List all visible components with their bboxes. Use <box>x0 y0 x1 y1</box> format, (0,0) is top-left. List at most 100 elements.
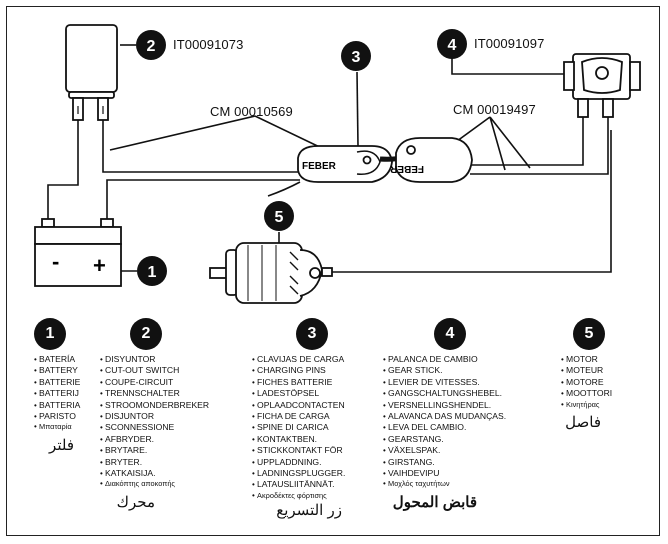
list-item: ALAVANCA DAS MUDANÇAS. <box>383 411 506 422</box>
wire-plug-switch-b <box>470 116 609 175</box>
wire-breaker-left-plug <box>102 120 300 173</box>
legend-battery-arabic: فلتر <box>49 436 74 454</box>
list-item-greek: Μοχλός ταχυτήτων <box>383 479 506 489</box>
list-item: TRENNSCHALTER <box>100 388 209 399</box>
list-item: LEVA DEL CAMBIO. <box>383 422 506 433</box>
list-item: CUT-OUT SWITCH <box>100 365 209 376</box>
callout-line-cm00010569 <box>109 115 331 153</box>
legend-battery-list: BATERÍA BATTERY BATTERIE BATTERIJ BATTER… <box>34 354 80 433</box>
list-item: LADESTÖPSEL <box>252 388 345 399</box>
list-item: KONTAKTBEN. <box>252 434 345 445</box>
legend-charging-pins-arabic: زر التسريع <box>276 502 342 520</box>
list-item: BATTERIE <box>34 377 80 388</box>
list-item: VÄXELSPAK. <box>383 445 506 456</box>
list-item: GANGSCHALTUNGSHEBEL. <box>383 388 506 399</box>
marker-1: 1 <box>137 256 167 286</box>
marker-5: 5 <box>264 201 294 231</box>
list-item: BRYTARE. <box>100 445 209 456</box>
legend-battery: 1 BATERÍA BATTERY BATTERIE BATTERIJ BATT… <box>34 318 80 454</box>
charging-plug-left <box>297 145 393 183</box>
list-item: CLAVIJAS DE CARGA <box>252 354 345 365</box>
plug-right-brand: FEBER <box>389 163 424 174</box>
legend-cut-out-switch: 2 DISYUNTOR CUT-OUT SWITCH COUPE-CIRCUIT… <box>100 318 209 511</box>
list-item-greek: Ακροδέκτες φόρτισης <box>252 491 345 501</box>
list-item-greek: Διακόπτης αποκοπής <box>100 479 209 489</box>
list-item: MOTEUR <box>561 365 612 376</box>
list-item: PALANCA DE CAMBIO <box>383 354 506 365</box>
list-item: FICHA DE CARGA <box>252 411 345 422</box>
list-item: AFBRYDER. <box>100 434 209 445</box>
circuit-breaker <box>65 24 118 121</box>
list-item: BATTERIJ <box>34 388 80 399</box>
list-item: CHARGING PINS <box>252 365 345 376</box>
marker-3: 3 <box>341 41 371 71</box>
wire-motor-left-plug <box>267 181 301 197</box>
list-item: LADNINGSPLUGGER. <box>252 468 345 479</box>
marker-2: 2 <box>136 30 166 60</box>
diagram-frame <box>6 6 660 536</box>
legend-cut-out-switch-list: DISYUNTOR CUT-OUT SWITCH COUPE-CIRCUIT T… <box>100 354 209 490</box>
list-item: MOTORE <box>561 377 612 388</box>
list-item: GIRSTANG. <box>383 457 506 468</box>
marker-1-label: 1 <box>148 264 157 281</box>
charging-plug-right <box>395 137 473 183</box>
list-item: VERSNELLINGSHENDEL. <box>383 400 506 411</box>
legend-motor: 5 MOTOR MOTEUR MOTORE MOOTTORI Κινητήρας… <box>561 318 612 431</box>
wire-plug-switch-a <box>470 116 584 166</box>
legend-cut-out-switch-arabic: محرك <box>116 493 155 511</box>
legend-gear-stick-list: PALANCA DE CAMBIO GEAR STICK. LEVIER DE … <box>383 354 506 490</box>
wire-breaker-battery-minus <box>47 120 79 222</box>
list-item: COUPE-CIRCUIT <box>100 377 209 388</box>
battery-minus-sign: - <box>52 249 59 274</box>
legend-badge-5: 5 <box>573 318 605 350</box>
battery-plus-sign: + <box>93 253 106 278</box>
list-item: MOOTTORI <box>561 388 612 399</box>
list-item: DISYUNTOR <box>100 354 209 365</box>
legend-gear-stick-arabic: قابض المحول <box>392 493 477 511</box>
legend-badge-1: 1 <box>34 318 66 350</box>
list-item: PARISTO <box>34 411 80 422</box>
list-item: VAIHDEVIPU <box>383 468 506 479</box>
legend-motor-arabic: فاصل <box>565 414 601 432</box>
list-item: STICKKONTAKT FÖR <box>252 445 345 456</box>
legend-charging-pins: 3 CLAVIJAS DE CARGA CHARGING PINS FICHES… <box>252 318 345 519</box>
list-item: UPPLADDNING. <box>252 457 345 468</box>
legend-badge-2: 2 <box>130 318 162 350</box>
switch-part-code: IT00091097 <box>474 36 545 51</box>
list-item: OPLAADCONTACTEN <box>252 400 345 411</box>
list-item: BATTERY <box>34 365 80 376</box>
wiring-diagram: - + FEBER FEBER 2 <box>34 24 641 304</box>
list-item: MOTOR <box>561 354 612 365</box>
legend-badge-4: 4 <box>434 318 466 350</box>
marker-4: 4 <box>437 29 467 59</box>
marker-5-label: 5 <box>275 209 284 226</box>
list-item-greek: Μπαταρία <box>34 422 80 432</box>
list-item: BRYTER. <box>100 457 209 468</box>
legend-motor-list: MOTOR MOTEUR MOTORE MOOTTORI Κινητήρας <box>561 354 612 410</box>
marker-3-label: 3 <box>352 49 361 66</box>
list-item: LEVIER DE VITESSES. <box>383 377 506 388</box>
list-item: GEAR STICK. <box>383 365 506 376</box>
wire-motor-switch <box>332 130 612 273</box>
list-item: FICHES BATTERIE <box>252 377 345 388</box>
list-item: GEARSTANG. <box>383 434 506 445</box>
cable-left-part-code: CM 00010569 <box>210 104 293 119</box>
list-item: DISJUNTOR <box>100 411 209 422</box>
callout-line-plug <box>356 71 359 147</box>
wire-battery-plus-left-plug <box>106 179 300 222</box>
cable-right-part-code: CM 00019497 <box>453 102 536 117</box>
list-item: BATERÍA <box>34 354 80 365</box>
list-item: KATKAISIJA. <box>100 468 209 479</box>
list-item: STROOMONDERBREKER <box>100 400 209 411</box>
gear-switch <box>563 53 641 118</box>
list-item: SCONNESSIONE <box>100 422 209 433</box>
plug-left-brand: FEBER <box>302 161 337 172</box>
legend-gear-stick: 4 PALANCA DE CAMBIO GEAR STICK. LEVIER D… <box>383 318 506 511</box>
motor <box>209 242 333 304</box>
breaker-part-code: IT00091073 <box>173 37 244 52</box>
legend-charging-pins-list: CLAVIJAS DE CARGA CHARGING PINS FICHES B… <box>252 354 345 501</box>
list-item-greek: Κινητήρας <box>561 400 612 410</box>
marker-2-label: 2 <box>147 38 156 55</box>
battery <box>34 218 122 287</box>
marker-4-label: 4 <box>448 37 457 54</box>
